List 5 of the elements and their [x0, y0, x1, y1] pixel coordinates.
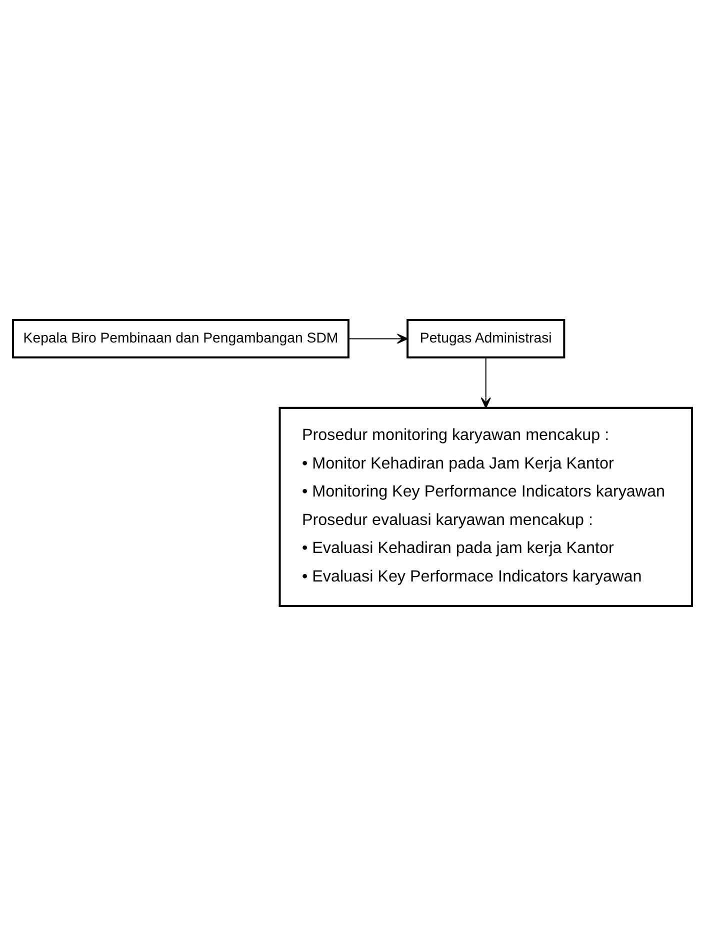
node-box: Kepala Biro Pembinaan dan Pengambangan SDM	[12, 318, 350, 358]
node-box: Prosedur monitoring karyawan mencakup : • Monitor Kehadiran pada Jam Kerja Kantor • Monitoring Key Performance Indicators karyawan Prosedur evaluasi karyawan mencakup : • Evaluasi Kehadiran pada jam kerja Kantor • Evaluasi Key Performace Indicators karyawan	[278, 406, 693, 606]
arrow	[348, 333, 408, 344]
node-box: Petugas Administrasi	[406, 318, 566, 358]
arrow	[480, 357, 491, 408]
